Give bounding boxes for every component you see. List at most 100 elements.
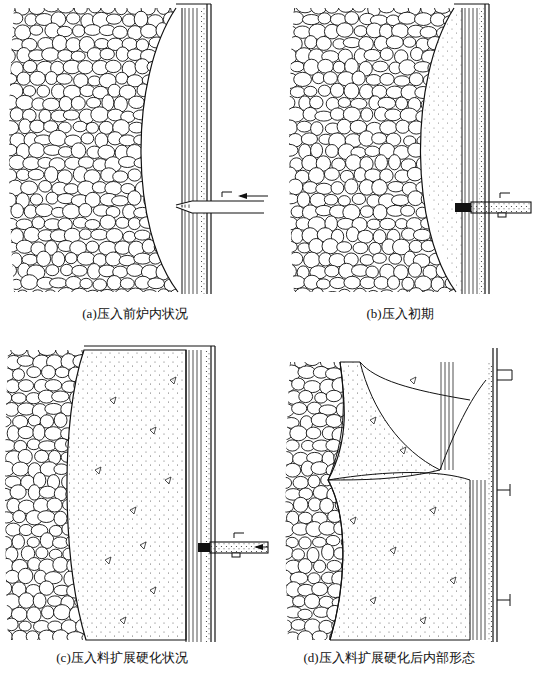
coke-pebble xyxy=(165,255,178,267)
coke-pebble xyxy=(30,25,43,35)
coke-pebble xyxy=(30,71,46,85)
coke-pebble xyxy=(154,144,171,157)
coke-pebble xyxy=(21,275,38,290)
coke-pebble xyxy=(276,404,294,418)
coke-pebble xyxy=(3,95,18,109)
coke-pebble xyxy=(32,641,48,656)
coke-pebble xyxy=(28,169,44,180)
coke-pebble xyxy=(142,290,159,302)
coke-pebble xyxy=(358,230,374,243)
coke-pebble xyxy=(360,206,373,218)
coke-pebble xyxy=(27,367,41,378)
coke-pebble xyxy=(333,61,345,73)
coke-pebble xyxy=(297,121,312,132)
coke-pebble xyxy=(373,253,387,263)
coke-pebble xyxy=(280,288,297,302)
coke-pebble xyxy=(292,549,305,560)
coke-pebble xyxy=(413,229,431,240)
coke-pebble xyxy=(59,96,72,111)
coke-pebble xyxy=(312,631,327,642)
coke-pebble xyxy=(396,120,410,133)
coke-pebble xyxy=(0,630,12,643)
coke-pebble xyxy=(366,266,379,278)
coke-pebble xyxy=(408,191,423,206)
coke-pebble xyxy=(280,620,292,632)
coke-pebble xyxy=(292,403,307,415)
coke-pebble xyxy=(53,630,69,644)
coke-pebble xyxy=(17,72,30,85)
coke-pebble xyxy=(372,133,387,144)
coke-pebble xyxy=(374,277,389,290)
coke-pebble xyxy=(144,100,157,110)
coke-pebble xyxy=(395,219,407,229)
aggregate-mark xyxy=(170,377,176,384)
coke-pebble xyxy=(0,417,11,427)
coke-pebble xyxy=(380,73,394,85)
coke-pebble xyxy=(398,12,416,24)
coke-pebble xyxy=(134,158,151,168)
coke-pebble xyxy=(137,84,150,97)
coke-pebble xyxy=(161,203,178,218)
coke-pebble xyxy=(295,288,311,301)
coke-pebble xyxy=(113,26,128,38)
coke-pebble xyxy=(28,485,40,500)
coke-pebble xyxy=(149,107,166,123)
coke-pebble xyxy=(44,2,60,12)
coke-pebble xyxy=(163,36,176,49)
coke-pebble xyxy=(128,169,141,181)
coke-pebble xyxy=(415,13,433,26)
coke-pebble xyxy=(85,220,100,230)
coke-pebble xyxy=(302,15,320,25)
coke-pebble xyxy=(113,171,128,182)
coke-pebble xyxy=(396,97,408,110)
coke-pebble xyxy=(7,426,19,442)
coke-pebble xyxy=(4,264,16,277)
coke-pebble xyxy=(367,219,381,229)
coke-pebble xyxy=(47,498,62,512)
coke-pebble xyxy=(123,14,136,26)
coke-pebble xyxy=(318,85,330,96)
coke-pebble xyxy=(2,290,17,302)
coke-pebble xyxy=(385,109,402,121)
coke-pebble xyxy=(436,263,449,277)
coke-pebble xyxy=(304,355,319,366)
coke-pebble xyxy=(409,73,423,86)
coke-pebble xyxy=(33,424,45,440)
panel-caption: (b)压入初期 xyxy=(268,306,532,322)
coke-pebble xyxy=(45,380,62,391)
coke-pebble xyxy=(322,544,334,560)
coke-pebble xyxy=(437,287,452,303)
coke-pebble xyxy=(292,378,305,390)
coke-pebble xyxy=(115,0,128,15)
coke-pebble xyxy=(18,380,33,392)
coke-pebble xyxy=(310,96,323,109)
coke-pebble xyxy=(306,427,321,439)
coke-pebble xyxy=(1,0,16,13)
coke-pebble xyxy=(142,120,155,133)
coke-pebble xyxy=(150,135,163,147)
coke-pebble xyxy=(408,263,421,277)
coke-pebble xyxy=(54,605,71,620)
coke-pebble xyxy=(380,121,397,135)
coke-pebble xyxy=(58,2,74,13)
coke-pebble xyxy=(62,204,79,219)
coke-pebble xyxy=(39,181,52,193)
coke-pebble xyxy=(37,85,50,97)
aggregate-mark xyxy=(400,447,406,454)
coke-pebble xyxy=(164,109,178,123)
coke-pebble xyxy=(327,560,342,571)
coke-pebble xyxy=(293,596,306,607)
coke-pebble xyxy=(0,581,12,595)
coke-pebble xyxy=(38,345,56,356)
coke-pebble xyxy=(129,96,145,108)
coke-pebble xyxy=(283,217,298,230)
aggregate-mark xyxy=(410,377,416,384)
coke-pebble xyxy=(0,512,14,523)
aggregate-mark xyxy=(450,577,456,584)
coke-pebble xyxy=(373,61,389,72)
coke-pebble xyxy=(15,25,31,40)
coke-pebble xyxy=(45,167,59,183)
coke-pebble xyxy=(344,276,361,289)
aggregate-mark xyxy=(120,617,126,624)
